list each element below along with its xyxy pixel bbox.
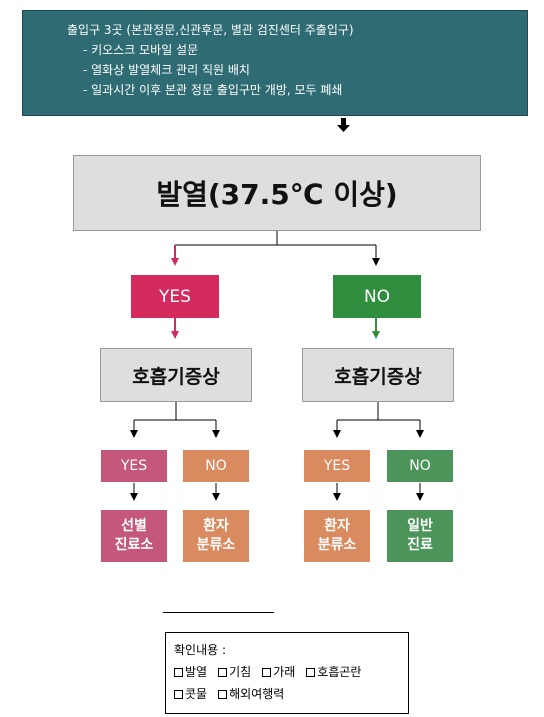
result-triage-left-line2: 분류소 — [196, 537, 236, 553]
checklist-item-runny-nose[interactable]: 콧물 — [174, 683, 207, 705]
checklist-title: 확인내용 : — [174, 643, 227, 657]
result-screening-line2: 진료소 — [114, 537, 154, 553]
info-line-entrances: 출입구 3곳 (본관정문,신관후문, 별관 검진센터 주출입구) — [67, 23, 354, 37]
respiratory-box-right: 호흡기증상 — [302, 348, 454, 402]
result-screening-line1: 선별 — [121, 518, 147, 534]
result-triage-right-line2: 분류소 — [317, 537, 357, 553]
checkbox-square[interactable] — [262, 667, 272, 677]
result-screening-clinic: 선별 진료소 — [101, 510, 167, 562]
fever-no-box: NO — [333, 275, 421, 318]
fever-label: 발열(37.5℃ 이상) — [156, 178, 398, 211]
info-line-kiosk: - 키오스크 모바일 설문 — [83, 43, 199, 57]
checklist-box: 확인내용 : 발열 기침 가래 호흡곤란 콧물 해외여행력 — [165, 632, 409, 714]
checklist-item-phlegm[interactable]: 가래 — [262, 661, 295, 683]
result-general-line1: 일반 — [407, 518, 433, 534]
result-general-line2: 진료 — [407, 537, 433, 553]
right-yes-label: YES — [323, 458, 351, 474]
fever-no-label: NO — [363, 286, 391, 307]
checklist-item-label: 기침 — [229, 665, 252, 679]
checklist-row-2: 콧물 해외여행력 — [174, 683, 408, 705]
right-no-box: NO — [387, 450, 453, 482]
checklist-item-label: 가래 — [273, 665, 296, 679]
checklist-item-label: 해외여행력 — [229, 687, 285, 701]
checkbox-square[interactable] — [218, 667, 228, 677]
fever-yes-box: YES — [131, 275, 219, 318]
checklist-item-travel[interactable]: 해외여행력 — [218, 683, 284, 705]
left-yes-label: YES — [120, 458, 148, 474]
left-no-label: NO — [205, 458, 227, 474]
result-triage-right-line1: 환자 — [324, 518, 350, 534]
result-general-care: 일반 진료 — [387, 510, 453, 562]
checkbox-square[interactable] — [174, 689, 183, 699]
respiratory-label-right: 호흡기증상 — [334, 365, 422, 388]
info-line-thermal: - 열화상 발열체크 관리 직원 배치 — [83, 63, 250, 77]
divider-line — [163, 612, 274, 613]
checklist-item-label: 콧물 — [185, 687, 208, 701]
checklist-item-cough[interactable]: 기침 — [218, 661, 251, 683]
info-down-arrow — [337, 118, 350, 132]
right-yes-box: YES — [304, 450, 370, 482]
right-no-label: NO — [409, 458, 431, 474]
fever-decision-box: 발열(37.5℃ 이상) — [73, 155, 481, 231]
result-triage-right: 환자 분류소 — [304, 510, 370, 562]
info-line-after-hours: - 일과시간 이후 본관 정문 출입구만 개방, 모두 폐쇄 — [83, 83, 343, 97]
left-yes-box: YES — [101, 450, 167, 482]
left-no-box: NO — [183, 450, 249, 482]
checklist-item-label: 호흡곤란 — [317, 665, 362, 679]
checklist-item-fever[interactable]: 발열 — [174, 661, 207, 683]
respiratory-box-left: 호흡기증상 — [100, 348, 252, 402]
result-triage-left-line1: 환자 — [203, 518, 229, 534]
checklist-row-1: 발열 기침 가래 호흡곤란 — [174, 661, 408, 683]
respiratory-label-left: 호흡기증상 — [132, 365, 220, 388]
checkbox-square[interactable] — [218, 689, 228, 699]
fever-connector — [175, 231, 376, 246]
checkbox-square[interactable] — [306, 667, 316, 677]
checklist-item-dyspnea[interactable]: 호흡곤란 — [306, 661, 361, 683]
fever-yes-label: YES — [159, 286, 191, 307]
checklist-item-label: 발열 — [185, 665, 208, 679]
result-triage-left: 환자 분류소 — [183, 510, 249, 562]
info-box: 출입구 3곳 (본관정문,신관후문, 별관 검진센터 주출입구) - 키오스크 … — [22, 10, 528, 116]
checkbox-square[interactable] — [174, 667, 183, 677]
